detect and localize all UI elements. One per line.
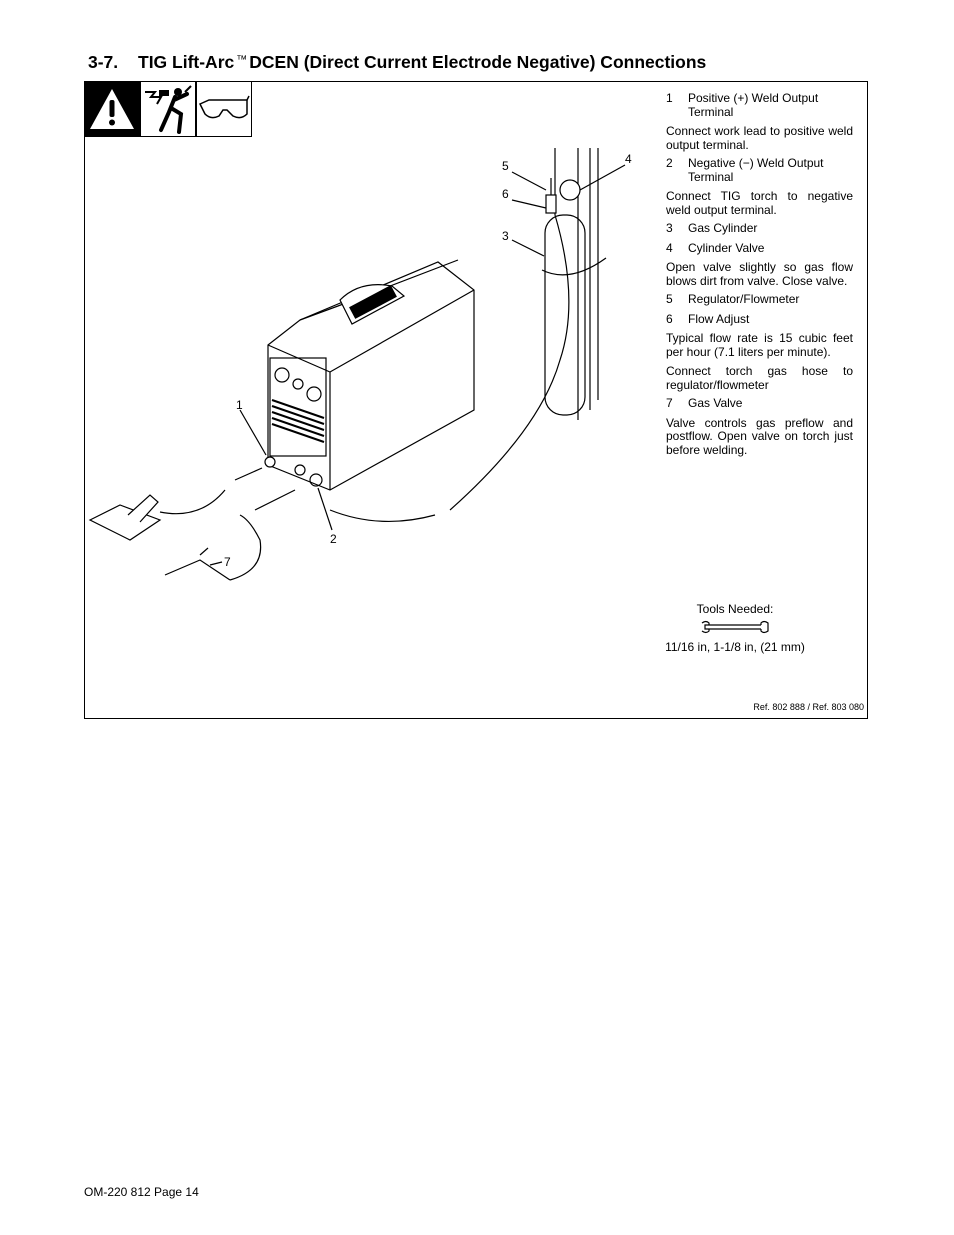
section-title-part2: DCEN (Direct Current Electrode Negative)… [249, 52, 707, 72]
wrench-icon [701, 620, 769, 634]
callout-3: 3 [502, 229, 509, 243]
callout-2: 2 [330, 532, 337, 546]
legend-description: Connect torch gas hose to regulator/flow… [666, 364, 853, 392]
legend-description: Typical flow rate is 15 cubic feet per h… [666, 331, 853, 359]
tools-label: Tools Needed: [696, 602, 774, 616]
callout-1: 1 [236, 398, 243, 412]
electric-shock-icon [140, 81, 196, 137]
connection-diagram [88, 148, 626, 581]
section-title-part1: TIG Lift-Arc [138, 52, 235, 72]
tools-needed: Tools Needed: [670, 602, 800, 638]
page-footer: OM-220 812 Page 14 [84, 1185, 199, 1199]
legend-description: Connect TIG torch to negative weld outpu… [666, 189, 853, 217]
callout-5: 5 [502, 159, 509, 173]
reference-number: Ref. 802 888 / Ref. 803 080 [753, 702, 864, 712]
callout-7: 7 [224, 555, 231, 569]
safety-symbols [84, 81, 252, 137]
legend-description: Open valve slightly so gas flow blows di… [666, 260, 853, 288]
tools-sizes: 11/16 in, 1-1/8 in, (21 mm) [665, 640, 805, 654]
content-frame [84, 81, 868, 719]
callout-4: 4 [625, 152, 632, 166]
gas-cylinder [544, 214, 586, 416]
legend-description: Connect work lead to positive weld outpu… [666, 124, 853, 152]
warning-icon [84, 81, 140, 137]
trademark-symbol: ™ [236, 54, 248, 66]
legend-description: Valve controls gas preflow and postflow.… [666, 415, 853, 457]
safety-glasses-icon [196, 81, 252, 137]
section-number: 3-7. [88, 52, 119, 72]
callout-6: 6 [502, 187, 509, 201]
